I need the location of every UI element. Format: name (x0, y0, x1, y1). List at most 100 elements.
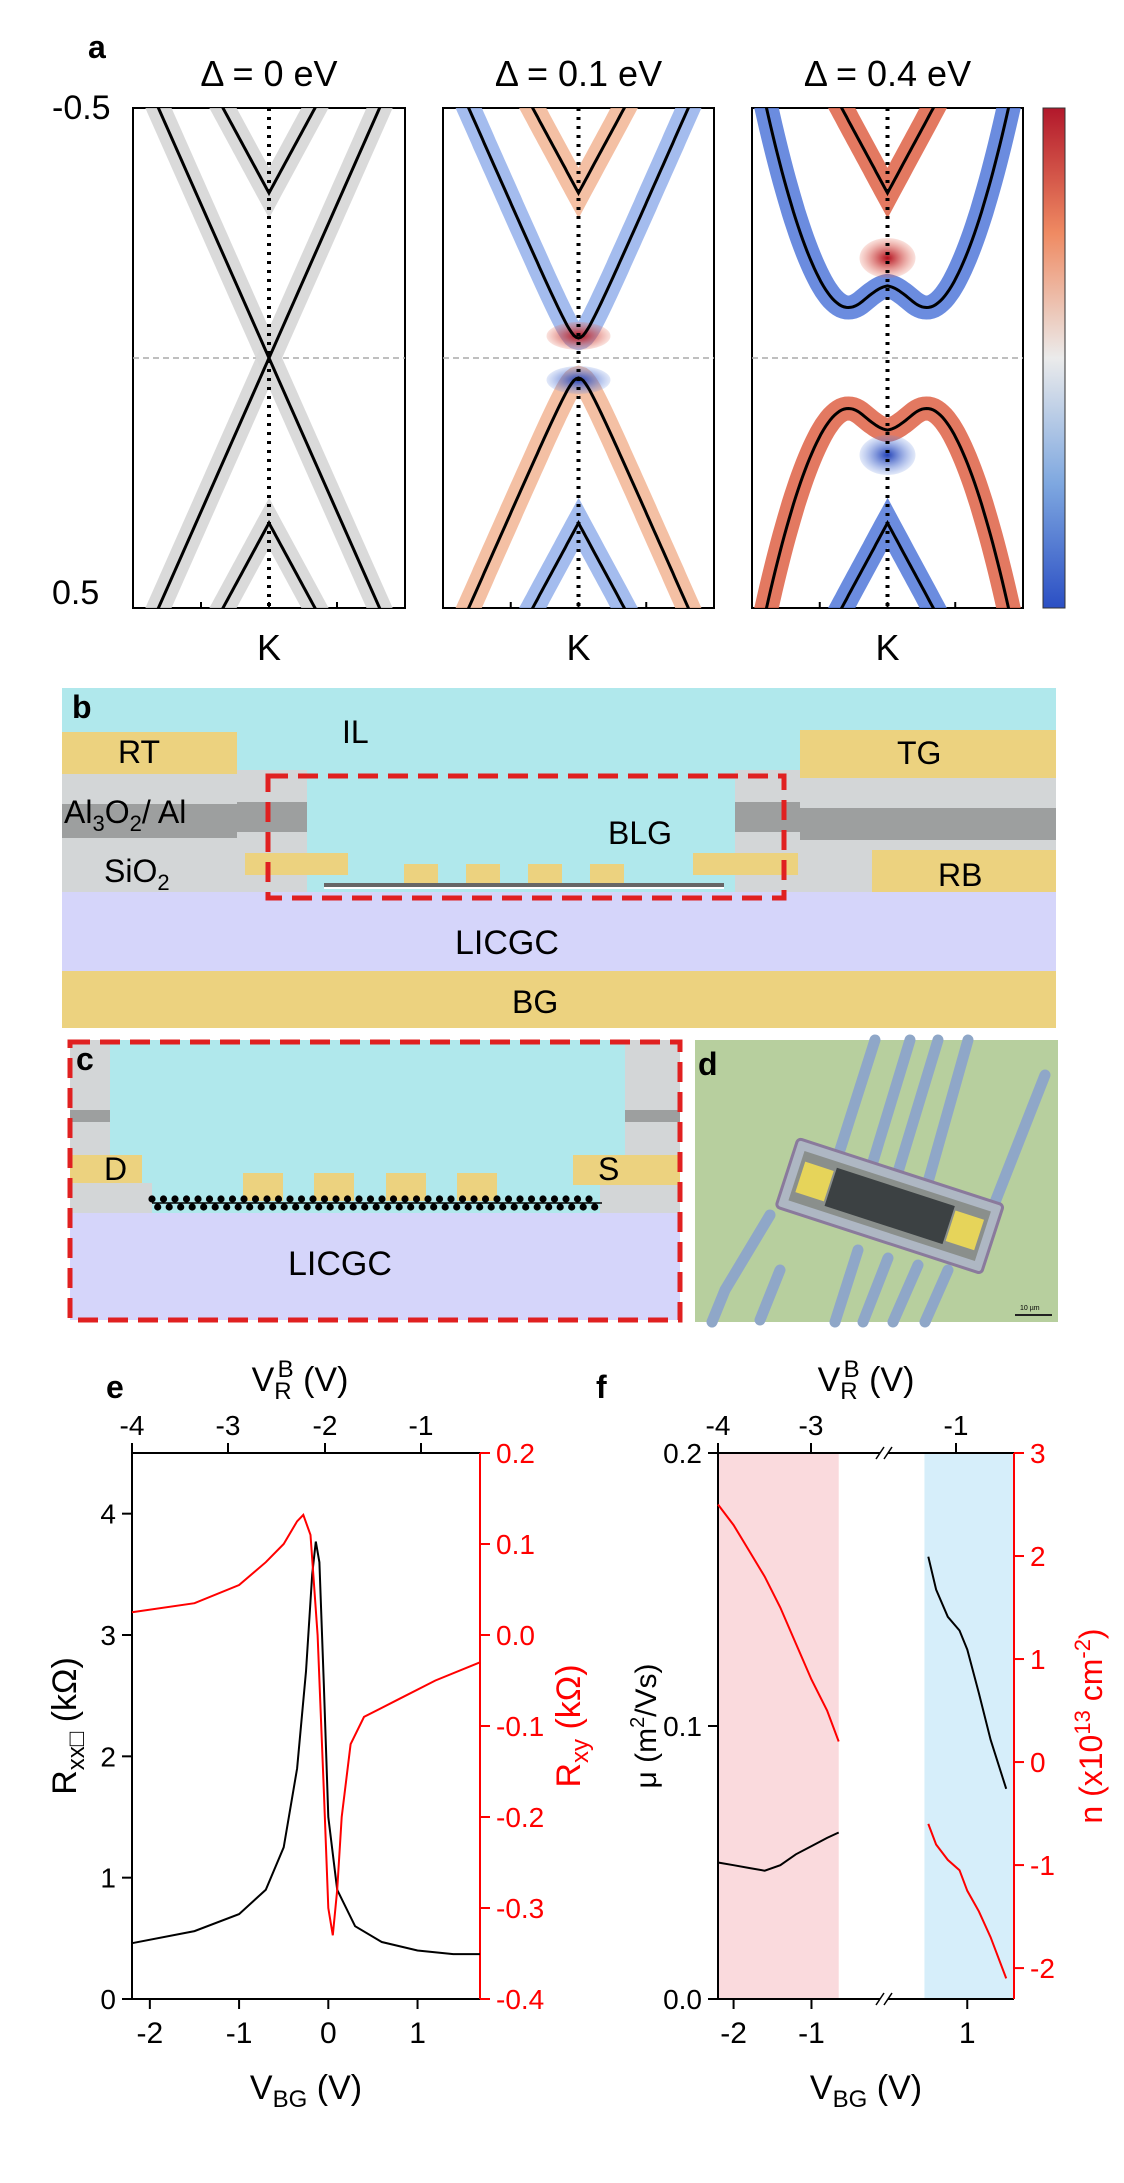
series-line (717, 1831, 840, 1872)
axis-break (883, 1446, 893, 1460)
top-tick-label: -2 (313, 1410, 338, 1441)
panel-c-zoom-schematic (67, 1039, 683, 1323)
graphene-atom (286, 1195, 294, 1203)
graphene-atom (418, 1203, 426, 1211)
band-plot-title: Δ = 0.4 eV (804, 53, 971, 94)
y2-tick-label: 0 (1030, 1747, 1046, 1778)
x-tick-label: -2 (137, 2017, 164, 2050)
graphene-atom (292, 1203, 300, 1211)
graphene-atom (211, 1203, 219, 1211)
x-axis-label: VBG (V) (250, 2069, 362, 2113)
y2-tick-label: 3 (1030, 1438, 1046, 1469)
graphene-atom (556, 1203, 564, 1211)
panel-a-y-bottom-tick: 0.5 (52, 574, 99, 612)
band-hotspot (859, 435, 916, 475)
axis-break (880, 1993, 888, 2005)
graphene-atom (504, 1195, 513, 1203)
y2-tick-label: -2 (1030, 1953, 1055, 1984)
x-tick-label: -2 (720, 2017, 747, 2050)
graphene-atom (343, 1195, 352, 1203)
panel-a-label: a (88, 29, 106, 65)
zoom-region-box (265, 773, 787, 901)
x-tick-label: 1 (959, 2017, 976, 2050)
band-line (467, 108, 690, 340)
y2-axis-label: n (x1013 cm-2) (1070, 1628, 1109, 1823)
graphene-atom (194, 1195, 202, 1203)
band-line (839, 108, 936, 197)
graphene-atom (332, 1195, 340, 1203)
label-bg: BG (512, 984, 558, 1020)
y2-tick-label: 2 (1030, 1541, 1046, 1572)
band-plot-title: Δ = 0.1 eV (495, 53, 662, 94)
y2-tick-label: -0.3 (496, 1893, 544, 1924)
graphene-atom (545, 1203, 553, 1211)
top-tick-label: -4 (120, 1410, 145, 1441)
shaded-region (718, 1453, 839, 1999)
graphene-atom (527, 1195, 536, 1203)
graphene-atom (499, 1203, 507, 1211)
graphene-atom (568, 1203, 576, 1211)
x-tick-label: 0 (320, 2017, 337, 2050)
graphene-atom (234, 1203, 242, 1211)
graphene-atom (441, 1203, 449, 1211)
graphene-atom (182, 1195, 191, 1203)
label-il: IL (342, 714, 369, 750)
axis-break (883, 1992, 893, 2006)
y-axis-label: μ (m2/Vs) (627, 1663, 663, 1788)
series-line (927, 1556, 1008, 1790)
band-line (221, 108, 317, 197)
label-al2o3-al: Al3O2/ Al (64, 794, 186, 836)
graphene-atom (165, 1203, 173, 1211)
graphene-atom (389, 1195, 398, 1203)
graphene-atom (412, 1195, 421, 1203)
y-tick-label: 0.2 (663, 1438, 702, 1469)
top-tick-label: -3 (799, 1410, 824, 1441)
graphene-atom (205, 1195, 214, 1203)
graphene-atom (274, 1195, 283, 1203)
series-line (131, 1541, 480, 1956)
label-licgc-b: LICGC (455, 924, 559, 962)
graphene-atom (303, 1203, 311, 1211)
band-line (764, 406, 1011, 608)
panel-a-y-top-tick: -0.5 (52, 89, 111, 127)
label-licgc-c: LICGC (288, 1245, 392, 1283)
label-sio2: SiO2 (104, 853, 170, 895)
graphene-atom (487, 1203, 495, 1211)
label-drain: D (104, 1151, 127, 1187)
graphene-atom (148, 1195, 156, 1203)
graphene-atom (269, 1203, 277, 1211)
graphene-atom (579, 1203, 587, 1211)
top-axis-label: VRB (V) (252, 1356, 349, 1405)
graphene-atom (320, 1195, 329, 1203)
graphene-atom (384, 1203, 392, 1211)
graphene-atom (217, 1195, 225, 1203)
shaded-region (924, 1453, 1014, 1999)
graphene-atom (516, 1195, 524, 1203)
axis-break (875, 1992, 885, 2006)
graphene-atom (246, 1203, 254, 1211)
x-tick-label: -1 (226, 2017, 253, 2050)
graphene-atom (251, 1195, 260, 1203)
panel-d-micrograph (695, 1034, 1058, 1328)
graphene-atom (366, 1195, 375, 1203)
band-line (764, 108, 1011, 310)
y-tick-label: 1 (100, 1863, 116, 1894)
graphene-atom (297, 1195, 306, 1203)
graphene-atom (539, 1195, 547, 1203)
panel-b-device-schematic (62, 688, 1056, 1028)
graphene-atom (430, 1203, 438, 1211)
graphene-atom (355, 1195, 363, 1203)
y-tick-label: 2 (100, 1741, 116, 1772)
series-line (927, 1823, 1008, 1979)
y2-tick-label: -0.4 (496, 1984, 544, 2015)
graphene-atom (424, 1195, 432, 1203)
panel-e-label: e (106, 1369, 124, 1405)
graphene-atom (200, 1203, 208, 1211)
graphene-atom (349, 1203, 357, 1211)
band-plot-title: Δ = 0 eV (200, 53, 337, 94)
y-tick-label: 0.1 (663, 1711, 702, 1742)
graphene-atom (401, 1195, 409, 1203)
graphene-atom (533, 1203, 541, 1211)
